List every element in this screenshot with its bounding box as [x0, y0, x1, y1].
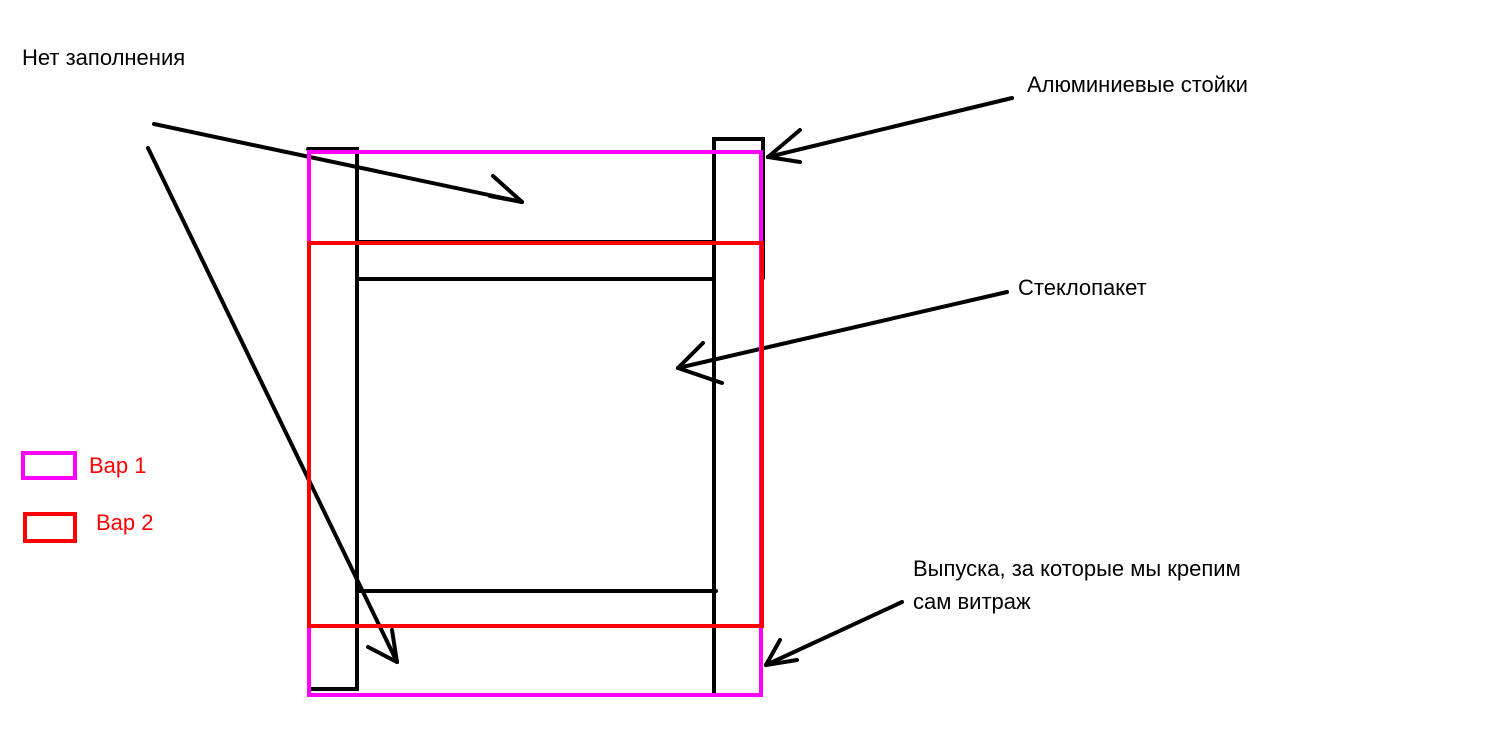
- arrow-no-fill-top: [152, 122, 524, 204]
- variant-2-outline: [307, 241, 764, 628]
- arrow-glass-unit: [676, 290, 1009, 385]
- label-glass-unit: Стеклопакет: [1018, 275, 1147, 300]
- legend-swatch-var2: [23, 512, 77, 543]
- left-aluminum-post: [306, 147, 359, 691]
- right-aluminum-post: [712, 137, 765, 697]
- label-no-fill: Нет заполнения: [22, 45, 186, 70]
- legend-label-var2: Вар 2: [96, 510, 154, 535]
- variant-1-outline: [307, 150, 763, 697]
- legend-swatch-var1: [21, 451, 77, 480]
- label-aluminum-posts: Алюминиевые стойки: [1027, 72, 1248, 97]
- arrow-anchors: [764, 600, 904, 667]
- label-anchors-line2: сам витраж: [913, 589, 1031, 614]
- label-anchors-line1: Выпуска, за которые мы крепим: [913, 556, 1241, 581]
- arrow-no-fill-bottom: [146, 146, 399, 664]
- arrow-aluminum-posts: [766, 96, 1014, 164]
- legend-label-var1: Вар 1: [89, 453, 147, 478]
